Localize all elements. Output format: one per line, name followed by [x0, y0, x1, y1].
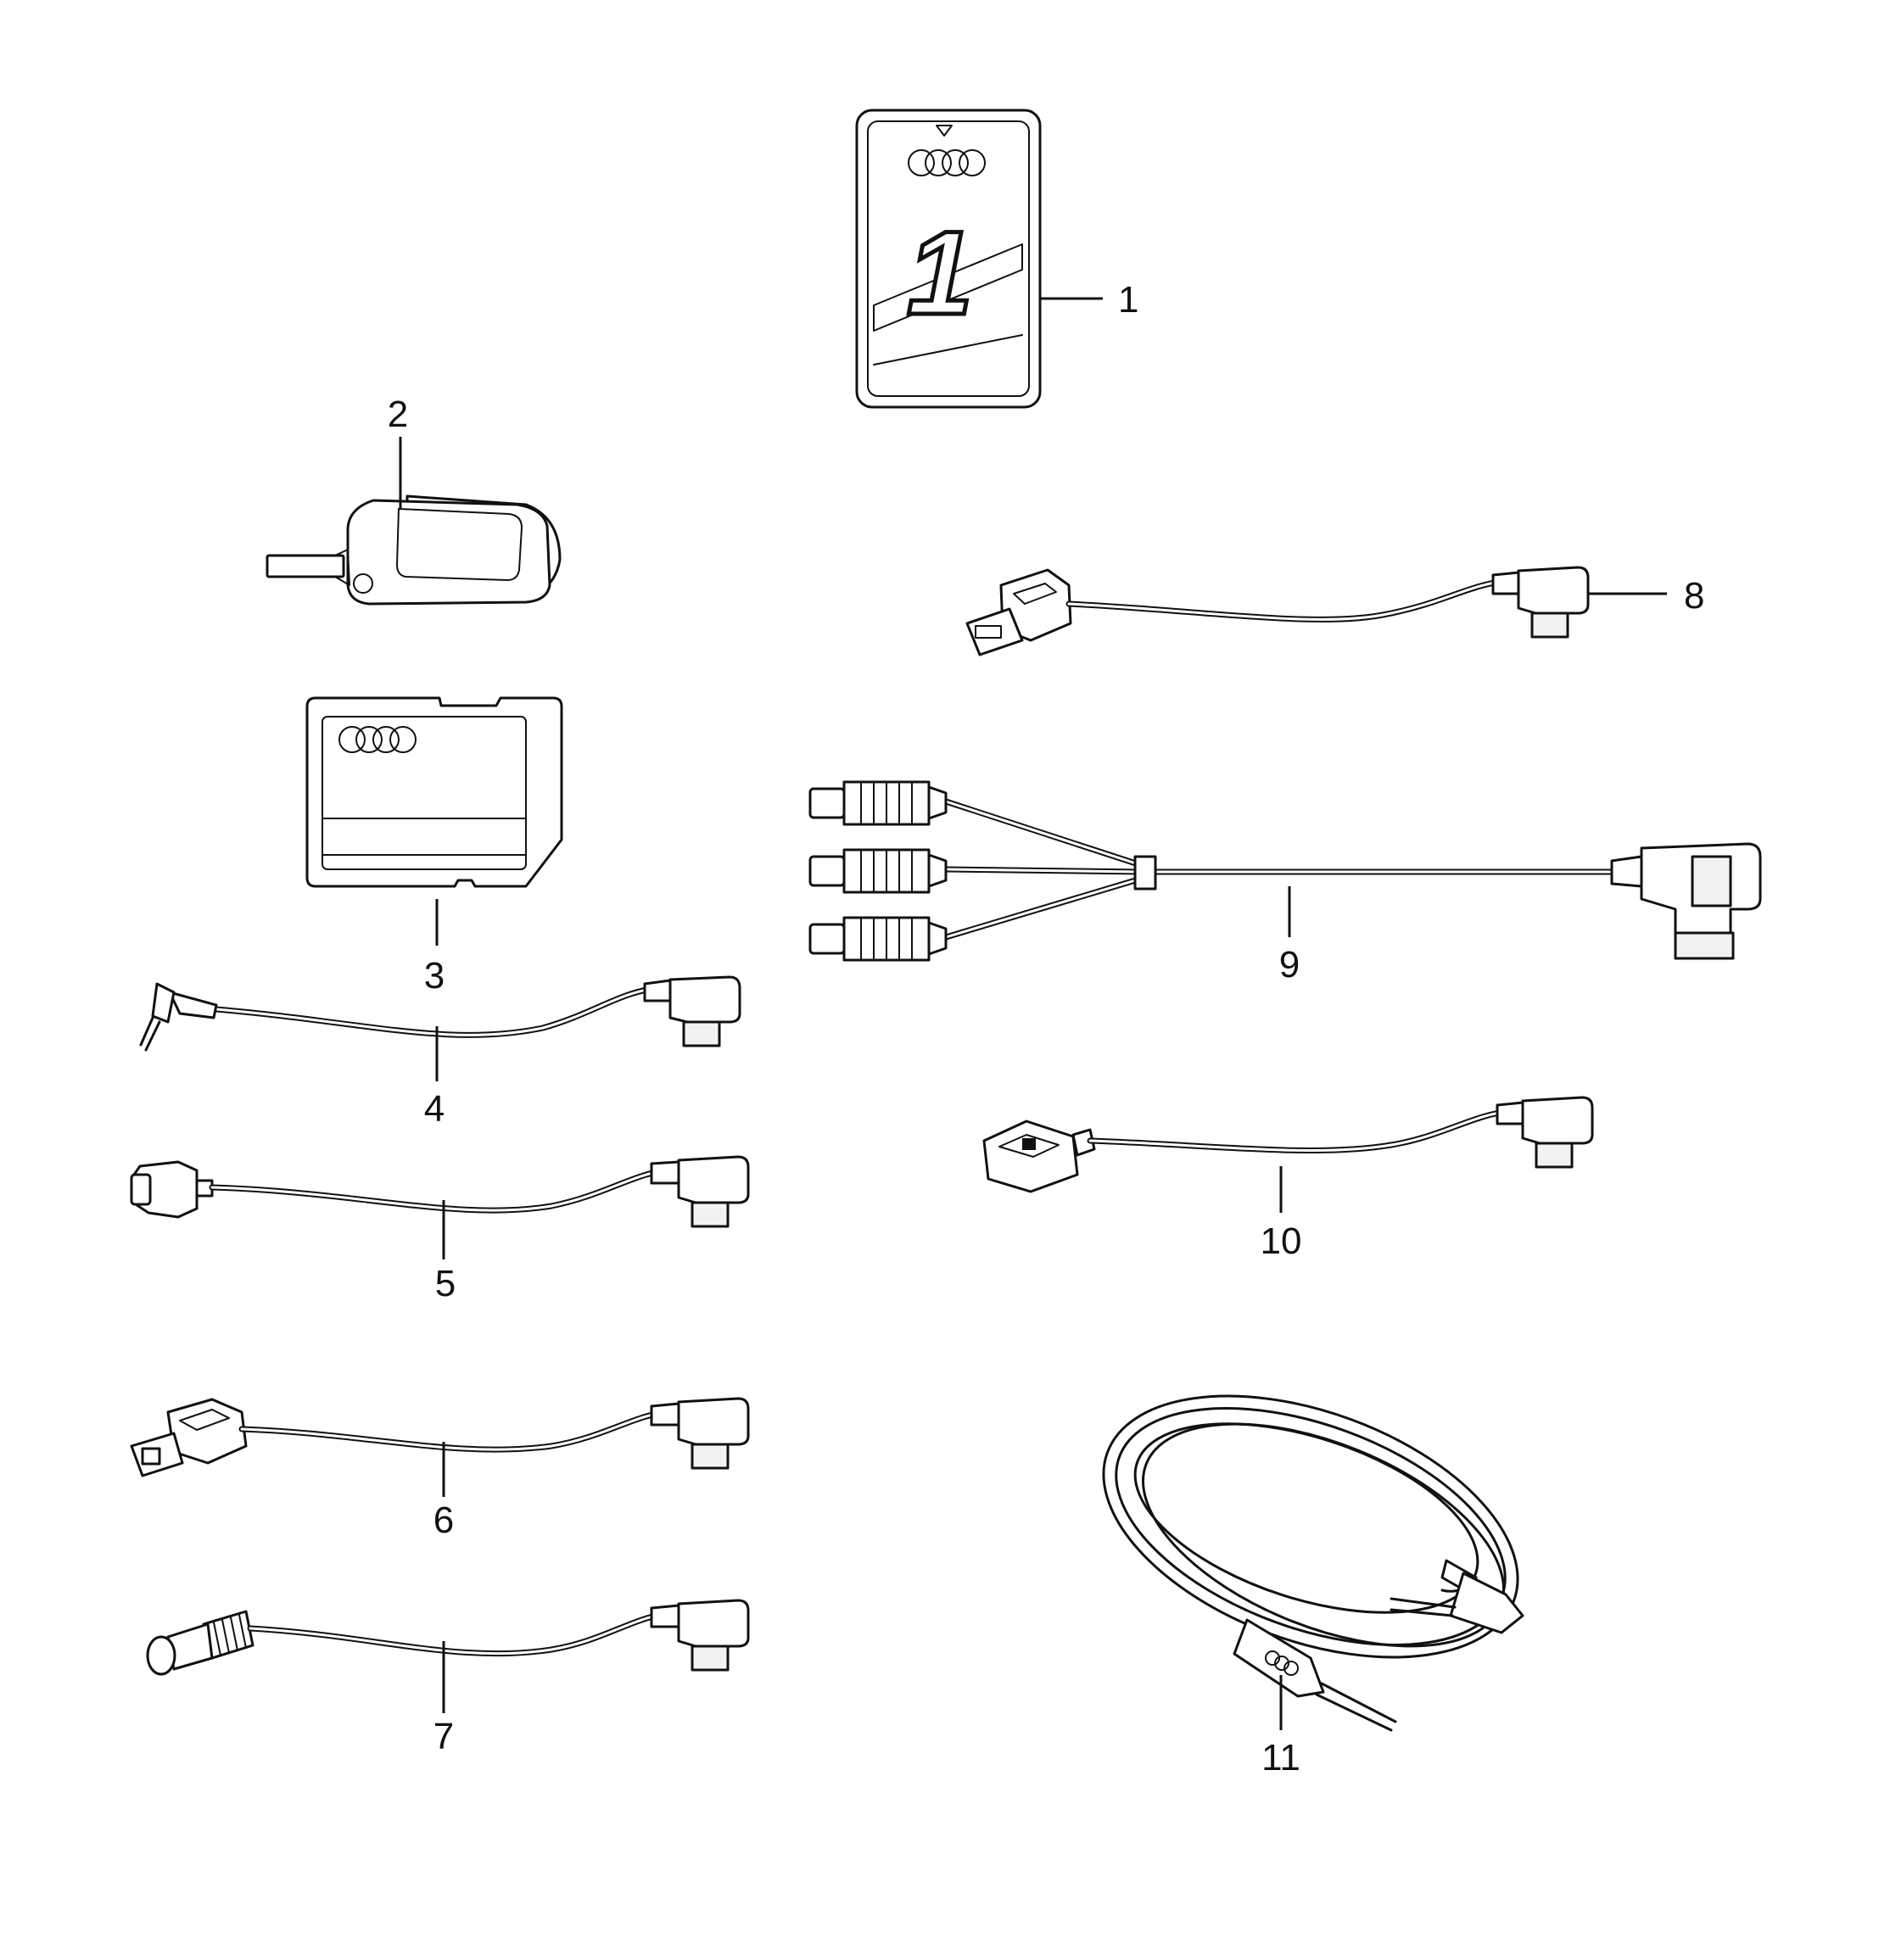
callout-4: 4 — [424, 1088, 445, 1130]
callout-6: 6 — [433, 1499, 454, 1541]
callout-7: 7 — [433, 1716, 454, 1757]
rca-plug-bottom — [808, 916, 948, 962]
callout-10: 10 — [1261, 1220, 1302, 1262]
sd-rings-logo — [338, 726, 417, 753]
part-6-usb-cable — [130, 1397, 750, 1477]
card-digit: 1 — [907, 206, 973, 339]
card-rings-logo — [908, 149, 986, 176]
part-10-dock-adapter-cable — [982, 1096, 1594, 1193]
part-7-round-plug-cable — [146, 1599, 750, 1676]
callout-5: 5 — [435, 1263, 456, 1304]
part-2-flip-key — [266, 494, 562, 606]
callout-9: 9 — [1279, 944, 1300, 986]
card-arrow-icon — [936, 125, 953, 137]
part-5-dock-cable — [130, 1155, 750, 1228]
part-1-activation-card: 1 — [855, 109, 1042, 409]
callout-1: 1 — [1118, 279, 1138, 321]
leader-lines — [399, 297, 1667, 1730]
part-8-usb-a-cable — [965, 566, 1590, 656]
part-9-rca-cable — [808, 780, 1762, 962]
part-11-aux-cable — [1102, 1394, 1524, 1732]
part-4-jack-cable — [139, 975, 741, 1052]
callout-2: 2 — [388, 394, 408, 435]
callout-3: 3 — [424, 955, 445, 997]
rca-plug-top — [808, 780, 948, 826]
rca-plug-middle — [808, 848, 948, 894]
aux-rings-logo — [1265, 1650, 1299, 1676]
part-3-sd-card — [305, 696, 563, 888]
callout-11: 11 — [1261, 1737, 1300, 1779]
callout-8: 8 — [1684, 575, 1704, 617]
